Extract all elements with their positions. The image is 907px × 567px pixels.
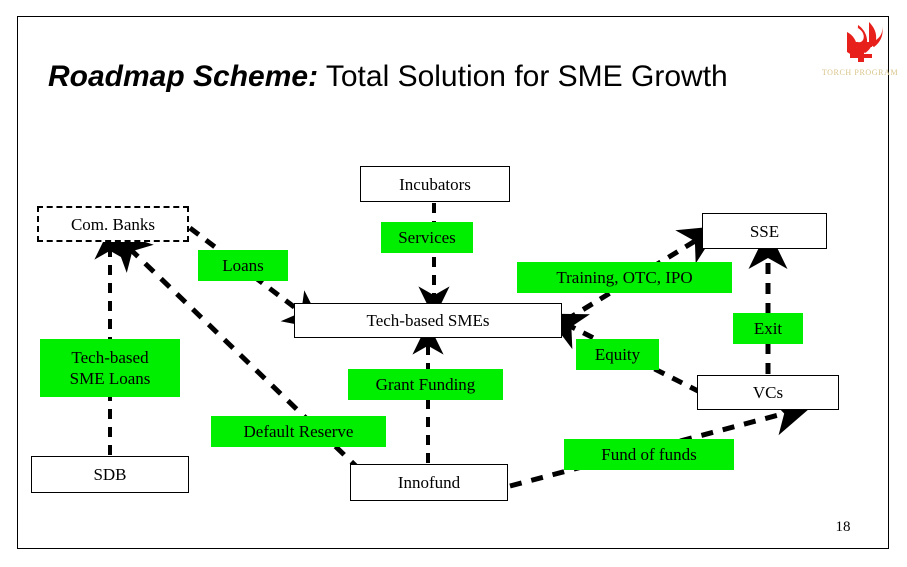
- page-title: Roadmap Scheme: Total Solution for SME G…: [48, 57, 868, 101]
- node-tech-smes: Tech-based SMEs: [294, 303, 562, 338]
- node-vcs: VCs: [697, 375, 839, 410]
- node-fund-funds: Fund of funds: [564, 439, 734, 470]
- node-label: Exit: [753, 319, 783, 338]
- title-emphasis: Roadmap Scheme:: [48, 60, 319, 93]
- node-label: SDB: [93, 465, 127, 484]
- node-com-banks: Com. Banks: [37, 206, 189, 242]
- node-label: Default Reserve: [243, 422, 354, 441]
- node-label: Incubators: [399, 174, 471, 194]
- node-sse: SSE: [702, 213, 827, 249]
- node-incubators: Incubators: [360, 166, 510, 202]
- node-innofund: Innofund: [350, 464, 508, 501]
- node-label: Grant Funding: [375, 375, 476, 394]
- node-default-res: Default Reserve: [211, 416, 386, 447]
- node-label: Services: [398, 228, 456, 247]
- title-rest: Total Solution for SME Growth: [318, 60, 728, 93]
- node-label: SSE: [749, 221, 780, 241]
- node-grant: Grant Funding: [348, 369, 503, 400]
- node-tech-loans: Tech-based SME Loans: [40, 339, 180, 397]
- node-label: Training, OTC, IPO: [556, 268, 693, 287]
- node-label: Fund of funds: [601, 445, 697, 464]
- node-label: VCs: [752, 383, 784, 402]
- node-exit: Exit: [733, 313, 803, 344]
- node-label: Loans: [222, 256, 264, 275]
- node-label: Equity: [594, 345, 641, 364]
- node-services: Services: [381, 222, 473, 253]
- node-sdb: SDB: [31, 456, 189, 493]
- node-equity: Equity: [576, 339, 659, 370]
- node-label: Com. Banks: [70, 214, 156, 234]
- node-label: Tech-based SMEs: [366, 311, 490, 330]
- node-label: Innofund: [397, 473, 461, 492]
- node-label: Tech-based SME Loans: [69, 348, 151, 388]
- page-number: 18: [835, 519, 851, 535]
- node-training: Training, OTC, IPO: [517, 262, 732, 293]
- node-loans: Loans: [198, 250, 288, 281]
